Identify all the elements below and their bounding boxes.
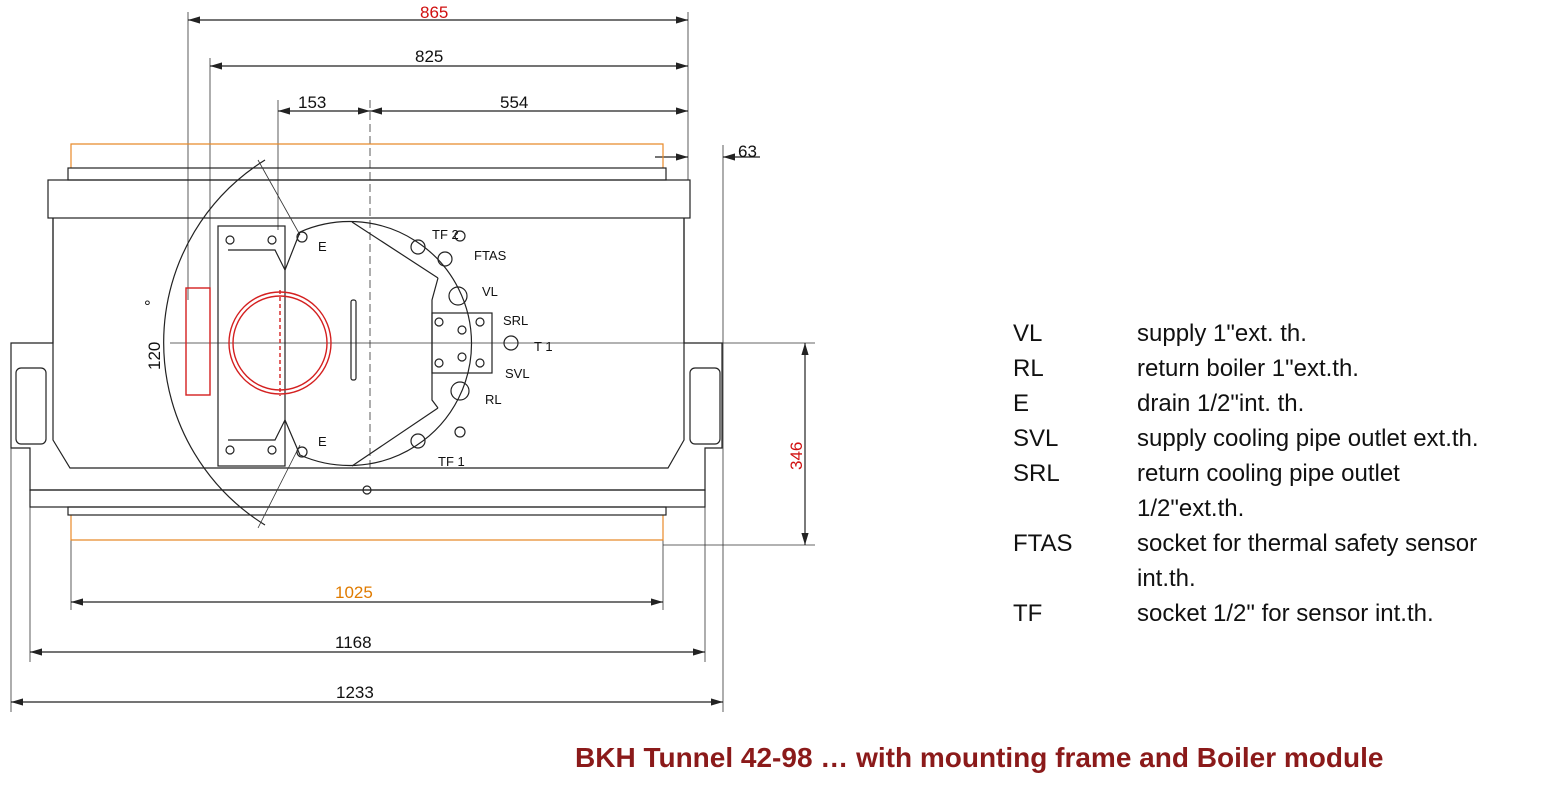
label-e-bottom: E: [318, 434, 327, 449]
legend-row-ftas-cont: int.th.: [1013, 561, 1555, 596]
dim-825: 825: [415, 47, 443, 66]
swing-arc: [163, 159, 266, 526]
legend-key: FTAS: [1013, 530, 1073, 557]
legend-desc: supply cooling pipe outlet ext.th.: [1137, 425, 1479, 452]
legend-key: SVL: [1013, 425, 1059, 452]
boiler-plate: [284, 220, 519, 495]
legend-desc: socket for thermal safety sensor: [1137, 530, 1478, 557]
extension-lines: [10, 12, 815, 712]
label-tf1: TF 1: [438, 454, 465, 469]
legend-desc: drain 1/2"int. th.: [1137, 390, 1305, 417]
dim-1233: 1233: [336, 683, 374, 702]
drawing-title: BKH Tunnel 42-98 … with mounting frame a…: [575, 742, 1384, 773]
label-ftas: FTAS: [474, 248, 507, 263]
dim-63: 63: [738, 142, 757, 161]
legend-key: SRL: [1013, 460, 1060, 487]
legend-key: E: [1013, 390, 1030, 417]
label-t1: T 1: [534, 339, 553, 354]
label-svl: SVL: [505, 366, 530, 381]
dim-554: 554: [500, 93, 528, 112]
legend-desc: socket 1/2" for sensor int.th.: [1137, 600, 1434, 627]
label-srl: SRL: [503, 313, 528, 328]
legend-key: TF: [1013, 600, 1043, 627]
legend-desc: int.th.: [1137, 565, 1196, 592]
legend-row-srl-cont: 1/2"ext.th.: [1013, 491, 1555, 526]
dim-865: 865: [420, 3, 448, 22]
mounting-frame-bottom: [70, 515, 664, 541]
legend-row-tf: TF socket 1/2" for sensor int.th.: [1013, 596, 1555, 631]
label-rl: RL: [485, 392, 502, 407]
legend-desc: return boiler 1"ext.th.: [1137, 355, 1359, 382]
label-vl: VL: [482, 284, 498, 299]
flue-outlet: [185, 287, 211, 396]
legend-key: VL: [1013, 320, 1043, 347]
label-e-top: E: [318, 239, 327, 254]
legend-key: RL: [1013, 355, 1044, 382]
legend-desc: return cooling pipe outlet: [1137, 460, 1400, 487]
dim-153: 153: [298, 93, 326, 112]
dimension-lines: [11, 16, 809, 706]
legend-row-srl: SRL return cooling pipe outlet: [1013, 456, 1555, 491]
legend-desc: supply 1"ext. th.: [1137, 320, 1307, 347]
legend-row-rl: RL return boiler 1"ext.th.: [1013, 351, 1555, 386]
legend-row-svl: SVL supply cooling pipe outlet ext.th.: [1013, 421, 1555, 456]
legend-row-ftas: FTAS socket for thermal safety sensor: [1013, 526, 1555, 561]
label-tf2: TF 2: [432, 227, 459, 242]
fan-housing: [217, 225, 286, 467]
dim-346: 346: [787, 442, 806, 470]
dim-1168: 1168: [335, 633, 372, 652]
dim-degree: °: [144, 297, 151, 316]
mounting-frame-top: [70, 143, 664, 168]
legend: VL supply 1"ext. th. RL return boiler 1"ex…: [1013, 316, 1555, 631]
dim-1025: 1025: [335, 583, 373, 602]
dim-120: 120: [145, 342, 164, 370]
legend-row-vl: VL supply 1"ext. th.: [1013, 316, 1555, 351]
legend-desc: 1/2"ext.th.: [1137, 495, 1245, 522]
housing: [10, 167, 723, 516]
